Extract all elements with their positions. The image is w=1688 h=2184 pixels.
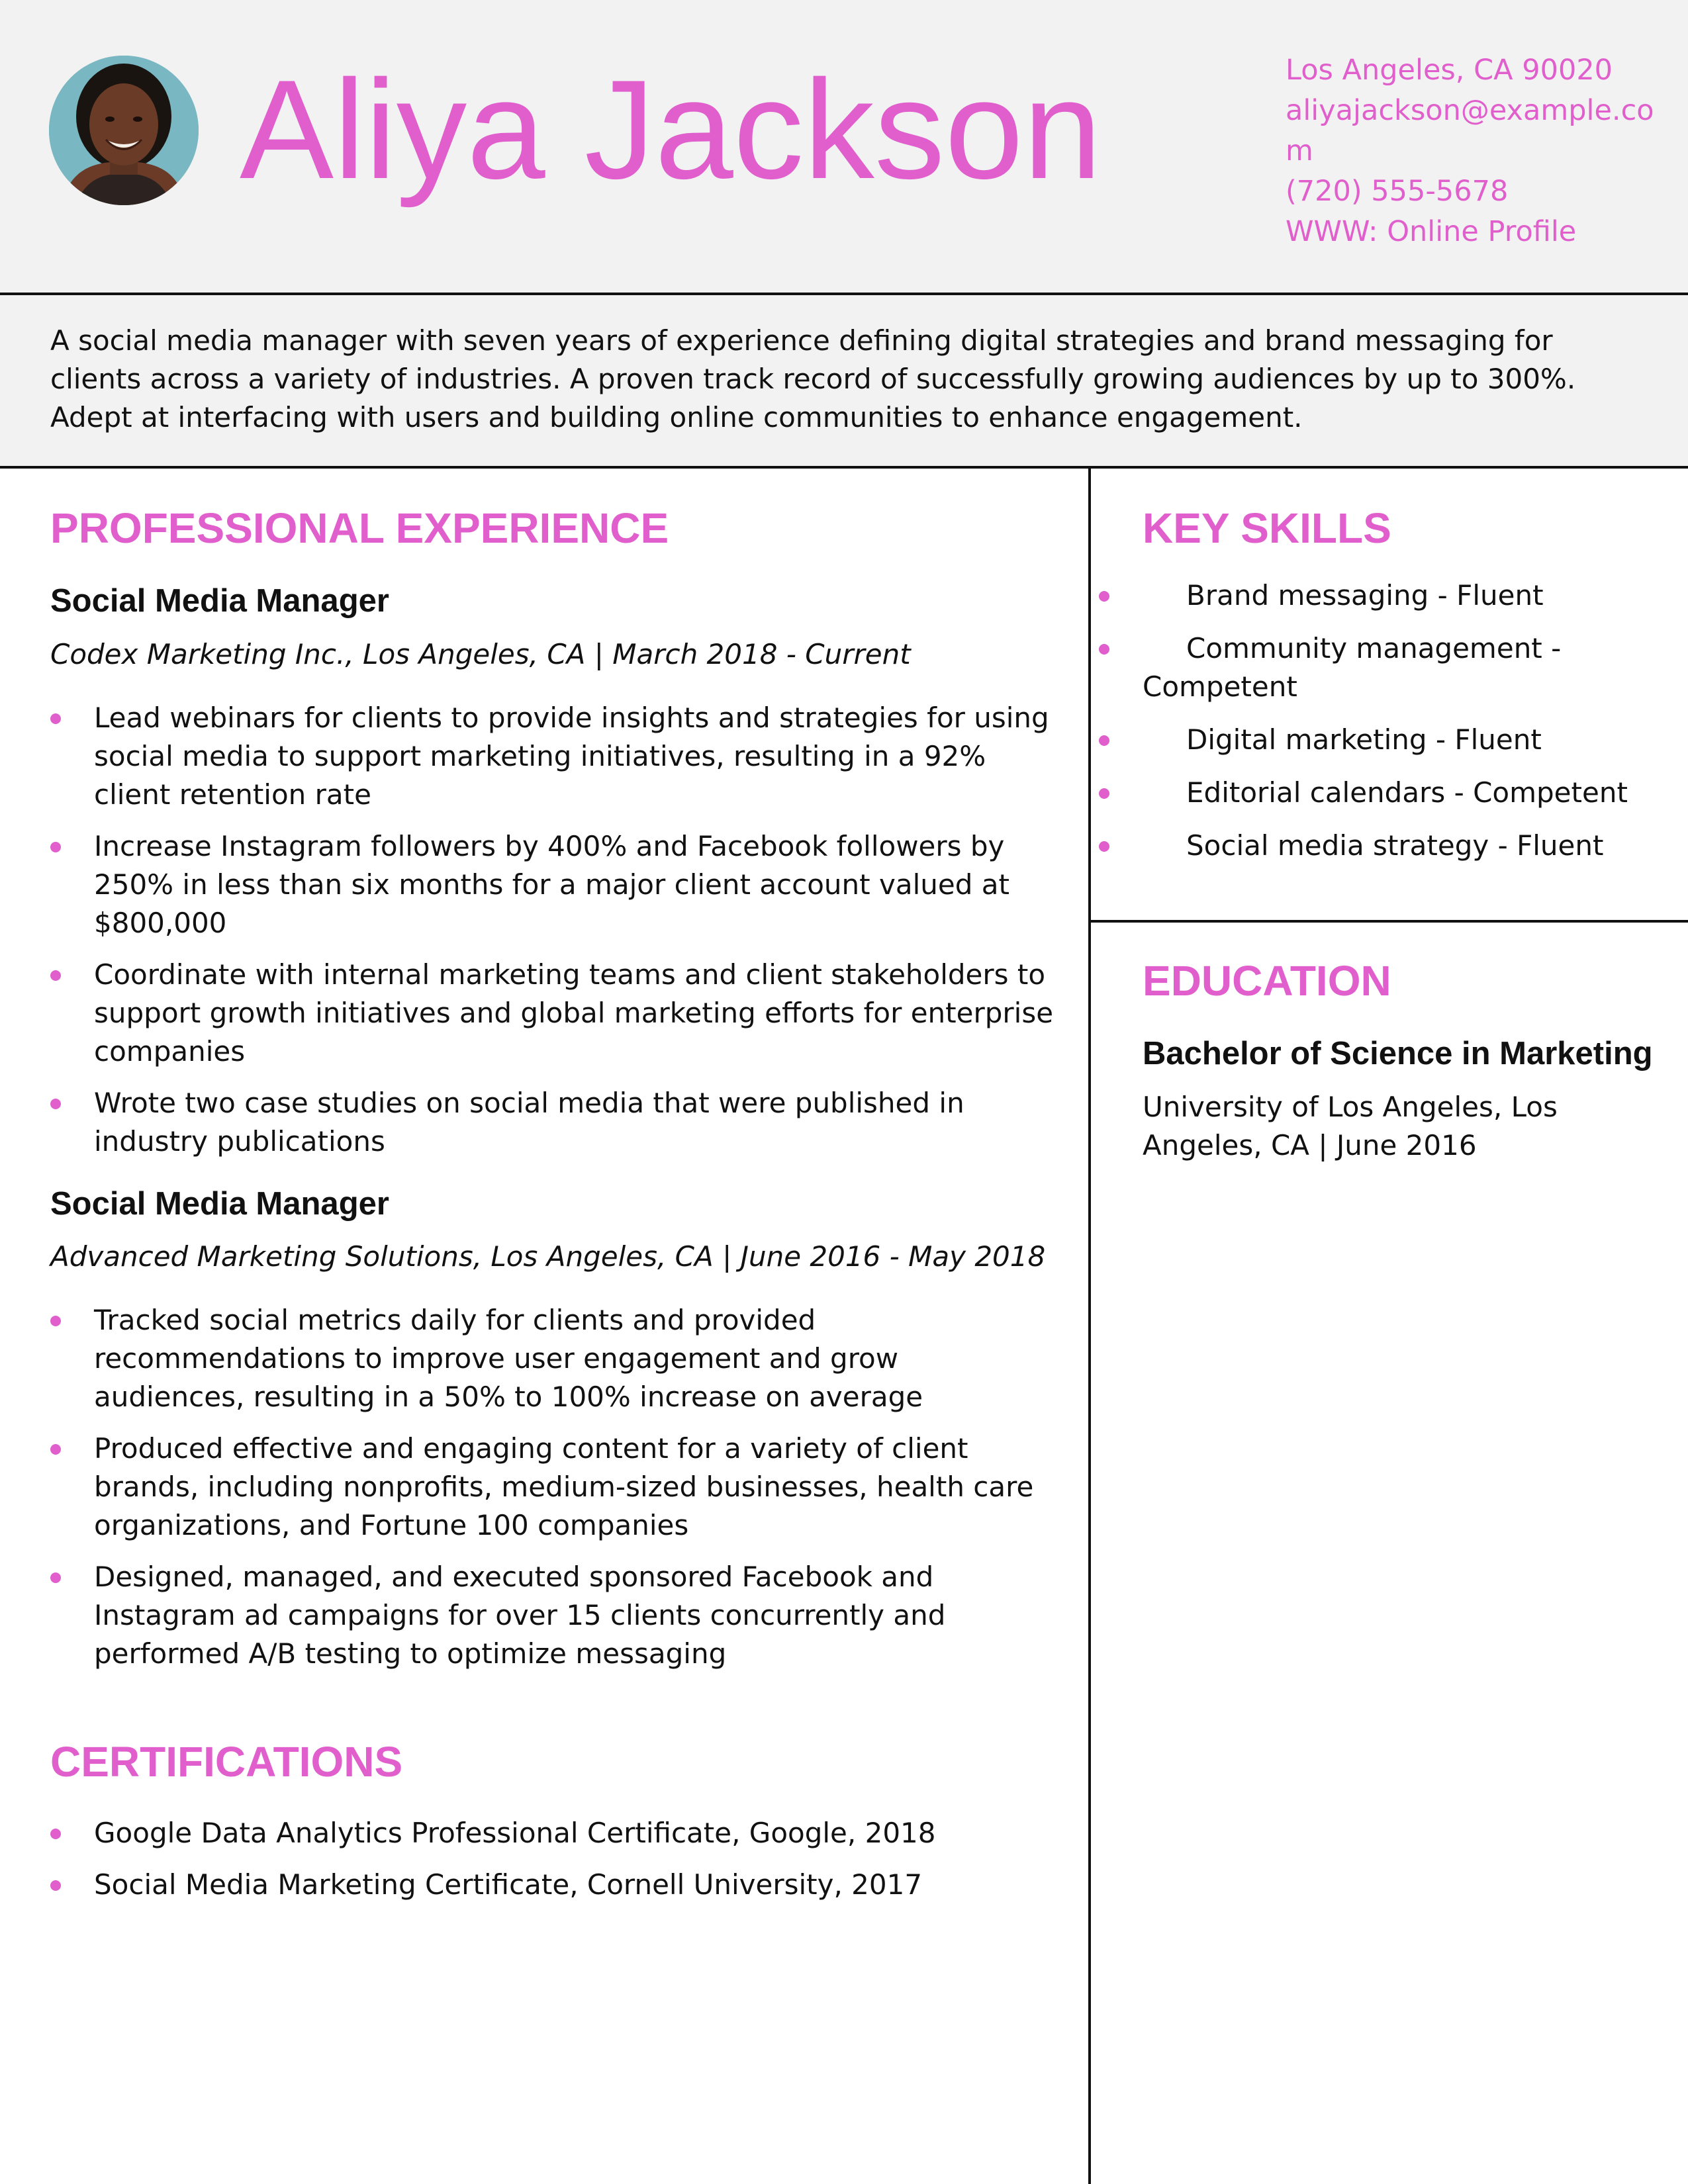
skill-item: Social media strategy - Fluent [1099,827,1665,865]
skill-item: Community management - Competent [1099,629,1665,706]
list-item: Lead webinars for clients to provide ins… [50,699,1056,814]
school-info: University of Los Angeles, Los Angeles, … [1143,1090,1558,1161]
certifications-heading: CERTIFICATIONS [50,1738,403,1786]
list-item: Coordinate with internal marketing teams… [50,956,1056,1071]
skills-education-divider [1091,920,1688,923]
contact-website-link[interactable]: WWW: Online Profile [1286,215,1577,248]
job-meta: Codex Marketing Inc., Los Angeles, CA | … [50,637,911,670]
column-divider [1088,469,1091,2184]
contact-block: Los Angeles, CA 90020 aliyajackson@examp… [1286,50,1656,252]
job-meta: Advanced Marketing Solutions, Los Angele… [50,1240,1046,1273]
list-item: Wrote two case studies on social media t… [50,1084,1056,1161]
list-item: Google Data Analytics Professional Certi… [50,1814,1056,1852]
job-title: Social Media Manager [50,1185,389,1222]
list-item: Increase Instagram followers by 400% and… [50,827,1056,942]
skill-item: Editorial calendars - Competent [1099,774,1665,812]
job-title: Social Media Manager [50,582,389,619]
skills-section: KEY SKILLS Brand messaging - Fluent Comm… [1099,503,1665,880]
profile-photo-image [49,56,199,205]
list-item: Designed, managed, and executed sponsore… [50,1558,1056,1673]
education-heading: EDUCATION [1143,957,1391,1005]
skills-heading: KEY SKILLS [1143,504,1391,552]
job-bullets: Lead webinars for clients to provide ins… [50,699,1056,1161]
contact-phone[interactable]: (720) 555-5678 [1286,175,1509,208]
skill-item: Digital marketing - Fluent [1099,721,1665,759]
list-item: Produced effective and engaging content … [50,1430,1056,1545]
job-entry: Social Media Manager Advanced Marketing … [50,1185,1056,1674]
job-bullets: Tracked social metrics daily for clients… [50,1301,1056,1673]
list-item: Social Media Marketing Certificate, Corn… [50,1866,1056,1904]
education-section: EDUCATION Bachelor of Science in Marketi… [1143,956,1665,1165]
experience-heading: PROFESSIONAL EXPERIENCE [50,504,669,552]
certifications-list: Google Data Analytics Professional Certi… [50,1814,1056,1904]
candidate-name: Aliya Jackson [240,51,1102,208]
summary-section: A social media manager with seven years … [0,295,1688,469]
skill-item: Brand messaging - Fluent [1099,576,1665,615]
summary-text: A social media manager with seven years … [50,324,1576,433]
job-entry: Social Media Manager Codex Marketing Inc… [50,582,1056,1161]
contact-email[interactable]: aliyajackson@example.com [1286,94,1654,167]
skills-list: Brand messaging - Fluent Community manag… [1099,576,1665,865]
profile-photo [49,56,199,205]
list-item: Tracked social metrics daily for clients… [50,1301,1056,1416]
left-column: PROFESSIONAL EXPERIENCE Social Media Man… [50,503,1056,1917]
contact-location: Los Angeles, CA 90020 [1286,54,1613,87]
header: Aliya Jackson Los Angeles, CA 90020 aliy… [0,0,1688,295]
degree-title: Bachelor of Science in Marketing [1143,1035,1653,1071]
